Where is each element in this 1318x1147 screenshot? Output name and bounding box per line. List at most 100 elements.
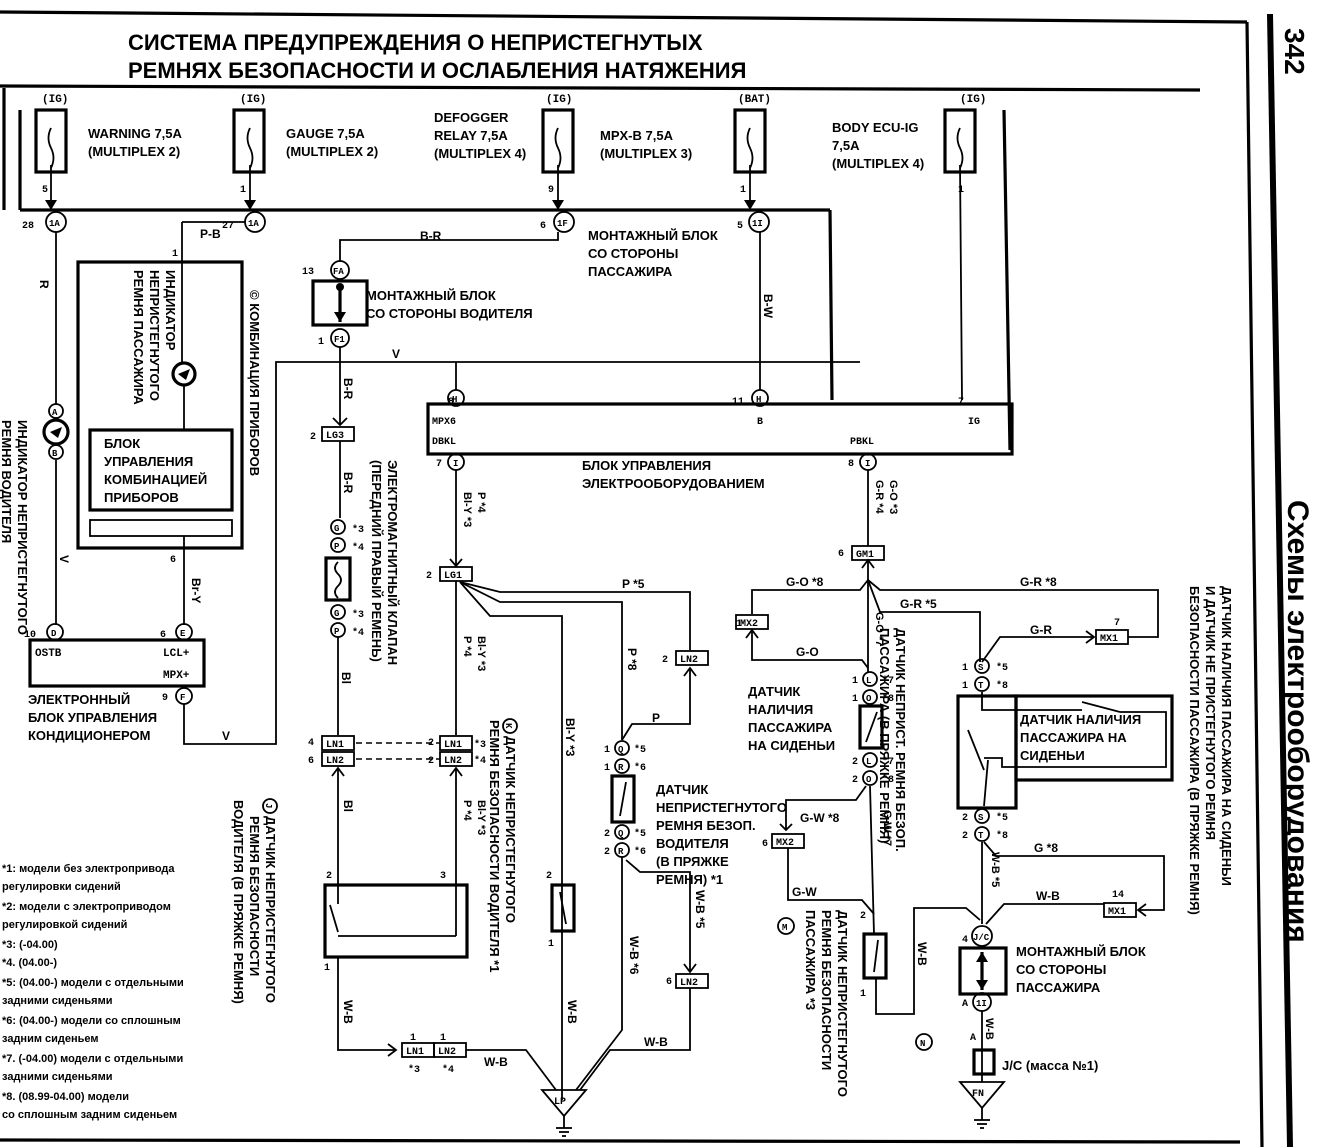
svg-text:S: S xyxy=(978,813,984,823)
svg-text:28: 28 xyxy=(22,221,34,232)
svg-text:Bl: Bl xyxy=(339,672,353,684)
svg-text:*6: *6 xyxy=(634,846,646,858)
svg-text:G: G xyxy=(334,609,339,619)
svg-text:A: A xyxy=(970,1033,976,1044)
svg-text:2: 2 xyxy=(852,757,858,768)
svg-text:*4: *4 xyxy=(352,542,364,554)
svg-text:F1: F1 xyxy=(334,335,345,345)
svg-text:LN2: LN2 xyxy=(444,756,462,767)
svg-text:1: 1 xyxy=(604,745,610,756)
svg-text:2: 2 xyxy=(310,432,316,443)
svg-text:1: 1 xyxy=(852,676,858,687)
svg-text:1: 1 xyxy=(548,939,554,950)
svg-text:2: 2 xyxy=(326,871,332,882)
svg-text:11: 11 xyxy=(732,397,744,408)
svg-text:G *8: G *8 xyxy=(1034,841,1058,855)
svg-text:LN2: LN2 xyxy=(680,978,698,989)
svg-text:R: R xyxy=(618,763,624,773)
svg-text:G-R *5: G-R *5 xyxy=(900,597,937,611)
svg-text:1: 1 xyxy=(852,694,858,705)
svg-text:Bl: Bl xyxy=(341,800,355,812)
fuse-body-ecu-ig: (IG) BODY ECU-IG 7,5A (MULTIPLEX 4) 1 xyxy=(832,94,986,401)
svg-text:СИДЕНЬИ: СИДЕНЬИ xyxy=(1020,748,1085,763)
svg-text:V: V xyxy=(222,729,230,743)
svg-text:Q: Q xyxy=(618,829,624,839)
svg-text:задними сиденьями: задними сиденьями xyxy=(2,1071,113,1083)
svg-text:W-B *6: W-B *6 xyxy=(627,936,641,975)
passenger-buckle-switch-m: 2 1 W-B M ДАТЧИК НЕПРИСТЕГНУТОГО РЕМНЯ Б… xyxy=(777,907,981,1097)
svg-text:3: 3 xyxy=(440,871,446,882)
svg-text:8: 8 xyxy=(448,397,454,408)
svg-text:P *4: P *4 xyxy=(475,492,487,513)
svg-text:LCL+: LCL+ xyxy=(163,648,190,660)
junction-block-driver: B-R 13 FA 1 F1 МОНТАЖНЫЙ БЛОК СО СТОРОНЫ… xyxy=(302,229,559,348)
svg-text:6: 6 xyxy=(540,221,546,232)
svg-text:РЕМНЯ ВОДИТЕЛЯ: РЕМНЯ ВОДИТЕЛЯ xyxy=(0,420,14,543)
svg-text:LN2: LN2 xyxy=(438,1047,456,1058)
svg-text:2: 2 xyxy=(426,571,432,582)
svg-text:W-B: W-B xyxy=(1036,889,1060,903)
svg-text:H: H xyxy=(756,395,761,405)
svg-text:*4: *4 xyxy=(442,1064,454,1076)
svg-text:B-W: B-W xyxy=(761,294,775,319)
svg-text:(MULTIPLEX 4): (MULTIPLEX 4) xyxy=(832,156,924,171)
svg-text:1: 1 xyxy=(318,337,324,348)
svg-text:LP: LP xyxy=(554,1097,566,1108)
driver-buckle-switch-k: K ДАТЧИК НЕПРИСТЕГНУТОГО РЕМНЯ БЕЗОПАСНО… xyxy=(487,718,579,1024)
svg-text:ДАТЧИК НЕПРИСТЕГНУТОГО: ДАТЧИК НЕПРИСТЕГНУТОГО xyxy=(263,816,278,1003)
svg-text:регулировкой сидений: регулировкой сидений xyxy=(2,919,127,931)
svg-text:1: 1 xyxy=(860,989,866,1000)
svg-text:I: I xyxy=(453,459,458,469)
svg-text:(BAT): (BAT) xyxy=(738,94,771,106)
svg-text:УПРАВЛЕНИЯ: УПРАВЛЕНИЯ xyxy=(104,454,193,469)
svg-text:GAUGE 7,5A: GAUGE 7,5A xyxy=(286,126,365,141)
svg-text:СО СТОРОНЫ: СО СТОРОНЫ xyxy=(588,246,678,261)
svg-text:БЛОК УПРАВЛЕНИЯ: БЛОК УПРАВЛЕНИЯ xyxy=(28,710,157,725)
svg-text:N: N xyxy=(920,1039,925,1049)
svg-text:I: I xyxy=(865,459,870,469)
svg-text:G-W: G-W xyxy=(792,885,817,899)
svg-text:ИНДИКАТОР: ИНДИКАТОР xyxy=(163,270,178,351)
svg-text:*4: *4 xyxy=(352,627,364,639)
svg-text:регулировки сидений: регулировки сидений xyxy=(2,881,121,893)
svg-text:LN2: LN2 xyxy=(680,655,698,666)
svg-text:ЭЛЕКТРОННЫЙ: ЭЛЕКТРОННЫЙ xyxy=(28,692,130,707)
svg-text:5: 5 xyxy=(737,221,743,232)
svg-text:6: 6 xyxy=(160,630,166,641)
body-ecu: 8 H MPX6 DBKL 11 H B-W B 7 IG PBKL 7 I 8… xyxy=(426,232,1014,491)
svg-text:K: K xyxy=(503,723,513,729)
svg-text:DBKL: DBKL xyxy=(432,437,456,448)
coil-icon xyxy=(334,561,342,599)
svg-text:6: 6 xyxy=(170,555,176,566)
svg-text:1A: 1A xyxy=(49,219,60,229)
combination-meter: 1 P-B ИНДИКАТОР НЕПРИСТЕГНУТОГО РЕМНЯ ПА… xyxy=(76,221,262,625)
svg-text:1: 1 xyxy=(962,681,968,692)
fuse-icon xyxy=(554,127,562,169)
arrow-icon xyxy=(45,200,57,210)
svg-text:RELAY 7,5A: RELAY 7,5A xyxy=(434,128,508,143)
svg-text:*1: модели без электропривода: *1: модели без электропривода xyxy=(2,863,175,875)
svg-text:*2: модели с электроприводом: *2: модели с электроприводом xyxy=(2,901,171,913)
svg-text:G-R: G-R xyxy=(1030,623,1052,637)
svg-text:P *4: P *4 xyxy=(461,800,473,821)
svg-text:LG3: LG3 xyxy=(326,431,344,442)
svg-text:БЛОК УПРАВЛЕНИЯ: БЛОК УПРАВЛЕНИЯ xyxy=(582,458,711,473)
pbkl-circuit: G-R *4 G-O *3 6 GM1 G-O *8 1 MX2 G-O G-O… xyxy=(735,470,1159,672)
svg-text:4: 4 xyxy=(962,935,968,946)
svg-text:WARNING 7,5A: WARNING 7,5A xyxy=(88,126,183,141)
svg-text:ПАССАЖИРА: ПАССАЖИРА xyxy=(588,264,673,279)
svg-text:МОНТАЖНЫЙ БЛОК: МОНТАЖНЫЙ БЛОК xyxy=(366,288,496,303)
svg-text:P-B: P-B xyxy=(200,227,221,241)
svg-text:*5: *5 xyxy=(634,828,646,840)
svg-text:ДАТЧИК НЕПРИСТЕГНУТОГО: ДАТЧИК НЕПРИСТЕГНУТОГО xyxy=(503,736,518,923)
svg-text:J: J xyxy=(263,803,273,808)
svg-text:14: 14 xyxy=(1112,890,1124,901)
svg-text:G-R *8: G-R *8 xyxy=(1020,575,1057,589)
svg-text:LN1: LN1 xyxy=(406,1047,424,1058)
svg-text:9: 9 xyxy=(162,693,168,704)
svg-text:BODY ECU-IG: BODY ECU-IG xyxy=(832,120,918,135)
indicator-lamp-icon xyxy=(42,418,70,446)
svg-text:LG1: LG1 xyxy=(444,571,462,582)
svg-text:задними сиденьями: задними сиденьями xyxy=(2,995,113,1007)
